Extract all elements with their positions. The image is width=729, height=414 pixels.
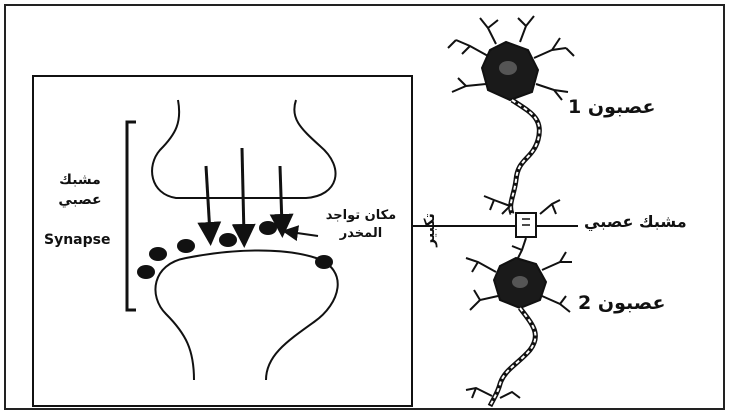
neuron-icon — [465, 237, 572, 408]
receptor-blob — [219, 233, 237, 247]
outer-frame — [4, 4, 725, 410]
receptor-blob — [315, 255, 333, 269]
postsynaptic-membrane — [154, 249, 339, 381]
magnify-label: تكبير — [421, 213, 438, 247]
synapse-bracket — [125, 120, 136, 312]
receptor-blob — [149, 247, 167, 261]
drug-site-label: مكان تواجد المخدر — [325, 208, 397, 241]
neuron-1-label: عصبون 1 — [568, 96, 656, 118]
synapse-english-label: Synapse — [44, 232, 111, 248]
receptor-blob — [259, 221, 277, 235]
left-arrow-icon — [282, 225, 319, 242]
presynaptic-terminal — [151, 99, 337, 199]
down-arrow-icon — [231, 147, 256, 248]
synapse-arabic-label: مشبك عصبي — [58, 172, 102, 208]
down-arrow-icon — [269, 165, 294, 238]
neuron-icon — [447, 15, 575, 215]
magnified-synapse-box — [32, 75, 413, 407]
down-arrow-icon — [197, 165, 222, 246]
receptor-blob — [177, 239, 195, 253]
receptor-blob — [137, 265, 155, 279]
synapse-right-label: مشبك عصبي — [584, 212, 687, 231]
neuron-2-label: عصبون 2 — [578, 292, 666, 314]
